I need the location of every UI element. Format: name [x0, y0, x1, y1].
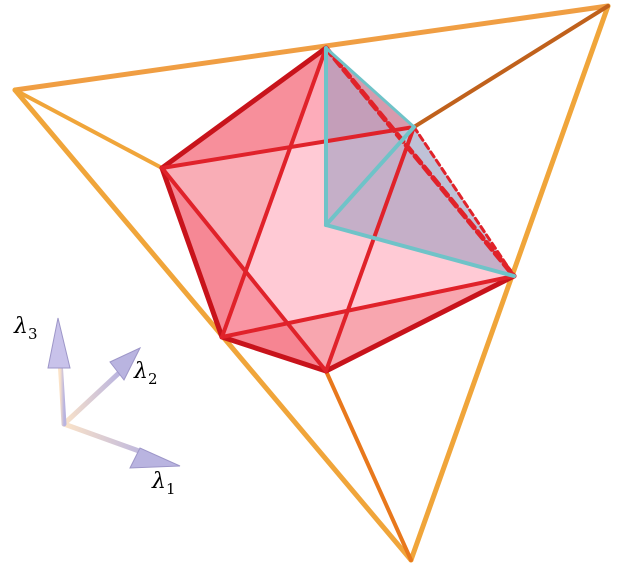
highlight-edge — [324, 46, 416, 129]
axis-arrow-2 — [61, 346, 142, 427]
tetra-edge-top — [12, 3, 611, 93]
highlight-edge — [324, 125, 416, 227]
octa-edge — [160, 125, 416, 170]
axis-arrow-1 — [61, 421, 181, 469]
axis-label-1: λ1 — [151, 469, 176, 498]
highlight-edges — [324, 46, 516, 278]
axis-label-3: λ3 — [13, 314, 38, 343]
highlight-edge — [324, 223, 516, 278]
octahedron-edges — [159, 45, 517, 374]
octa-edge — [159, 45, 329, 171]
tetra-edge-left — [12, 87, 414, 563]
tetra-edge-back-right — [412, 4, 610, 129]
octa-edge — [159, 165, 225, 340]
tetra-edge-right — [408, 3, 611, 563]
axis-arrow-3 — [47, 317, 71, 427]
octa-edge — [220, 274, 516, 339]
tetra-edge-back-bottom — [324, 369, 413, 562]
octa-edge — [323, 273, 517, 374]
octahedron-face-inner — [222, 48, 514, 337]
octa-edge — [324, 125, 416, 373]
tetrahedron-edges — [12, 3, 611, 563]
octa-edge — [412, 125, 516, 278]
octa-edge-dashed — [323, 45, 517, 279]
octa-edge — [220, 46, 328, 339]
tetra-edge-back-left — [13, 88, 164, 170]
octa-edge — [160, 166, 328, 373]
octahedron-face-bottom — [222, 276, 514, 371]
octa-edge — [219, 334, 329, 374]
axis-triad: λ1 λ2 λ3 — [13, 314, 181, 498]
axis-label-2: λ2 — [133, 359, 158, 388]
